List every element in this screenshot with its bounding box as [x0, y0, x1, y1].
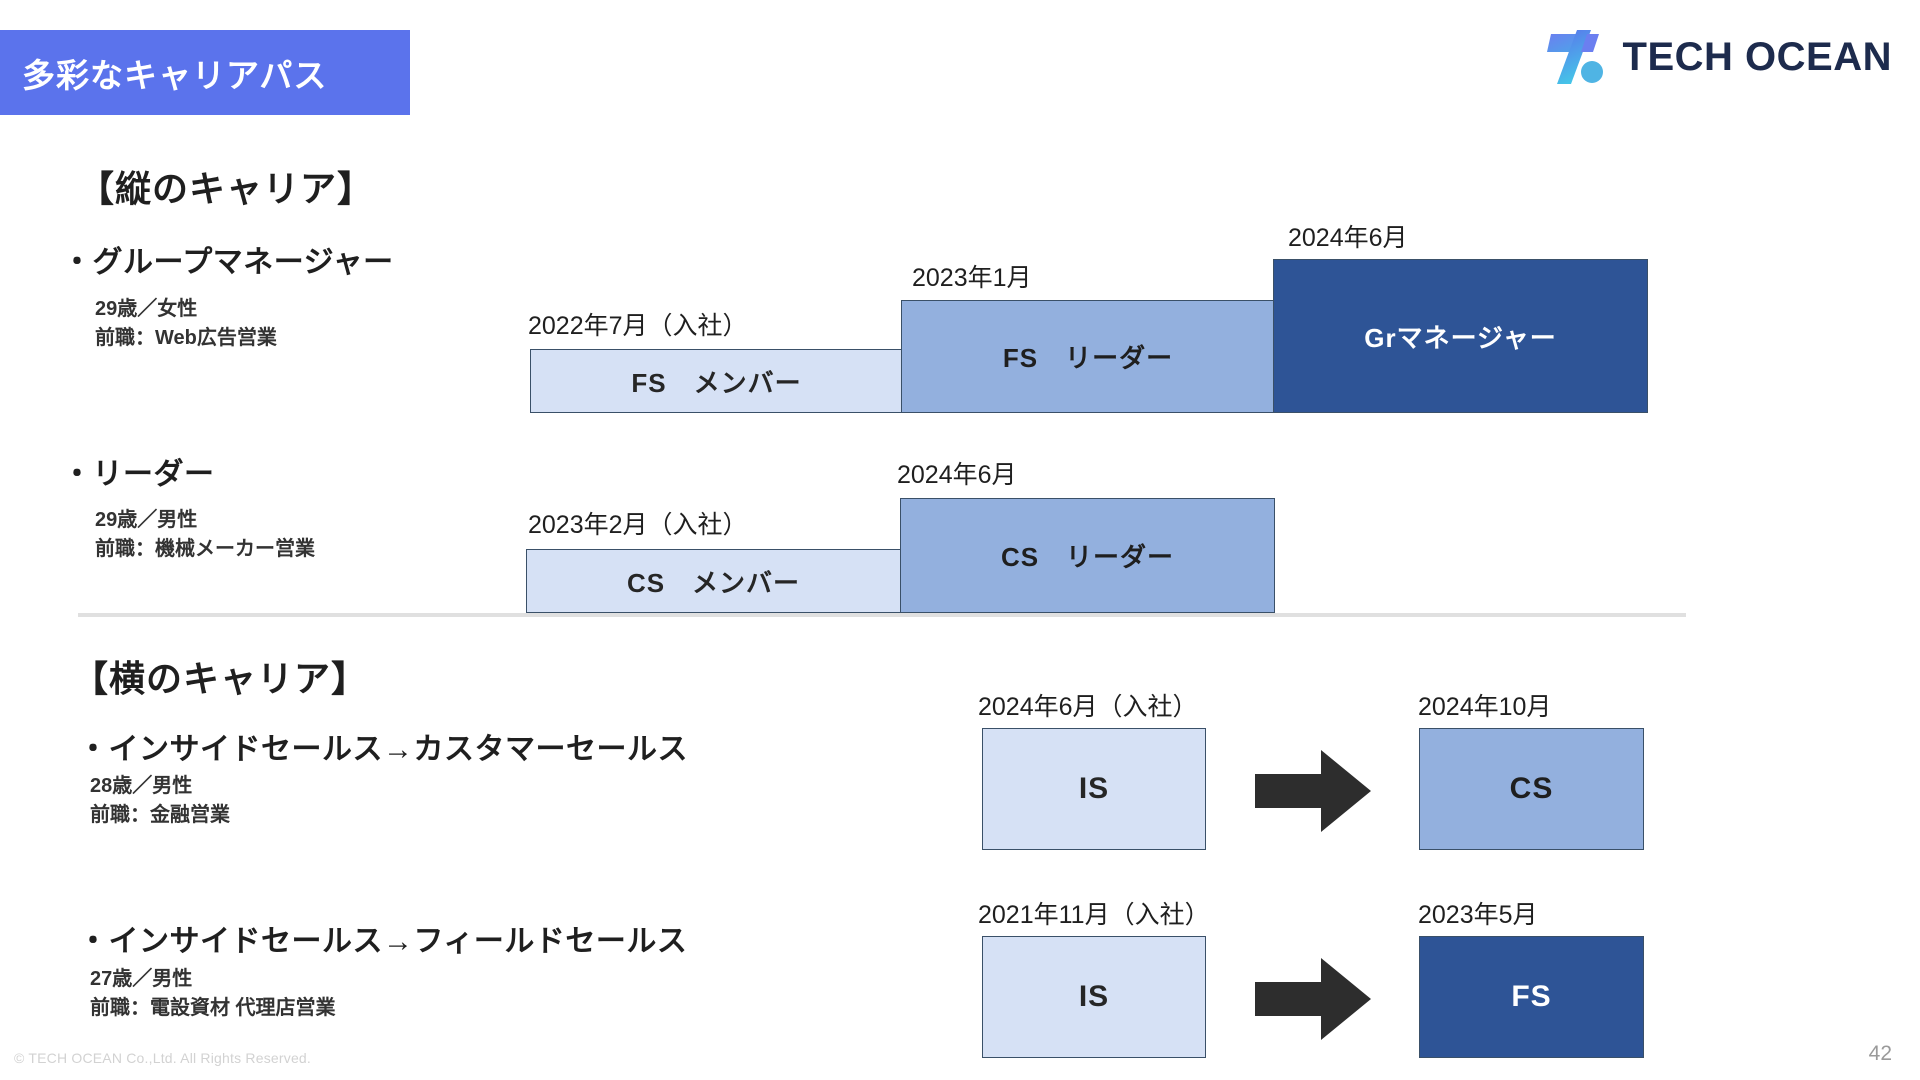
person-previous-job: 前職：電設資材 代理店営業 — [90, 997, 336, 1019]
footer-copyright: © TECH OCEAN Co.,Ltd. All Rights Reserve… — [14, 1050, 311, 1066]
bar-date-gr-manager: 2024年6月 — [1288, 224, 1408, 252]
bar-date-cs-leader: 2024年6月 — [897, 461, 1017, 489]
person-role-group-manager: ・グループマネージャー — [62, 246, 394, 279]
person-previous-job: 前職：Web広告営業 — [95, 327, 277, 349]
hbox-date-is-2: 2021年11月（入社） — [978, 901, 1210, 929]
tech-ocean-logo-mark-icon — [1546, 28, 1609, 86]
timeline-bar-fs-member: FS メンバー — [530, 349, 903, 413]
right-block-arrow-icon-1 — [1255, 750, 1371, 832]
section-divider — [78, 613, 1686, 617]
person-role-is-to-cs: ・インサイドセールス→カスタマーセールス — [78, 733, 688, 766]
hbox-date-fs-2: 2023年5月 — [1418, 901, 1538, 929]
person-meta-is-to-fs: 27歳／男性 前職：電設資材 代理店営業 — [90, 965, 336, 1023]
person-role-is-to-fs: ・インサイドセールス→フィールドセールス — [78, 925, 688, 958]
person-previous-job: 前職：金融営業 — [90, 804, 230, 826]
hbox-is-2: IS — [982, 936, 1206, 1058]
person-meta-group-manager: 29歳／女性 前職：Web広告営業 — [95, 295, 277, 353]
person-meta-is-to-cs: 28歳／男性 前職：金融営業 — [90, 772, 230, 830]
horizontal-career-heading: 【横のキャリア】 — [72, 658, 369, 699]
person-age-gender: 27歳／男性 — [90, 968, 193, 990]
bar-date-cs-member: 2023年2月（入社） — [528, 511, 748, 539]
page-number: 42 — [1868, 1042, 1892, 1065]
person-age-gender: 29歳／女性 — [95, 298, 198, 320]
person-age-gender: 28歳／男性 — [90, 775, 193, 797]
vertical-career-heading: 【縦のキャリア】 — [78, 168, 375, 209]
timeline-bar-fs-leader: FS リーダー — [901, 300, 1275, 413]
hbox-date-is-1: 2024年6月（入社） — [978, 693, 1198, 721]
brand-name: TECH OCEAN — [1622, 34, 1892, 79]
person-previous-job: 前職：機械メーカー営業 — [95, 538, 315, 560]
hbox-date-cs-1: 2024年10月 — [1418, 693, 1552, 721]
hbox-fs-2: FS — [1419, 936, 1644, 1058]
timeline-bar-cs-leader: CS リーダー — [900, 498, 1275, 613]
bar-date-fs-leader: 2023年1月 — [912, 264, 1032, 292]
hbox-is-1: IS — [982, 728, 1206, 850]
person-meta-leader: 29歳／男性 前職：機械メーカー営業 — [95, 506, 315, 564]
timeline-bar-gr-manager: Grマネージャー — [1273, 259, 1648, 413]
person-age-gender: 29歳／男性 — [95, 509, 198, 531]
brand-logo: TECH OCEAN — [1546, 28, 1892, 86]
slide-title-banner: 多彩なキャリアパス — [0, 30, 410, 115]
timeline-bar-cs-member: CS メンバー — [526, 549, 901, 613]
slide-title: 多彩なキャリアパス — [22, 56, 328, 94]
person-role-leader: ・リーダー — [62, 458, 215, 491]
right-block-arrow-icon-2 — [1255, 958, 1371, 1040]
hbox-cs-1: CS — [1419, 728, 1644, 850]
bar-date-fs-member: 2022年7月（入社） — [528, 312, 748, 340]
